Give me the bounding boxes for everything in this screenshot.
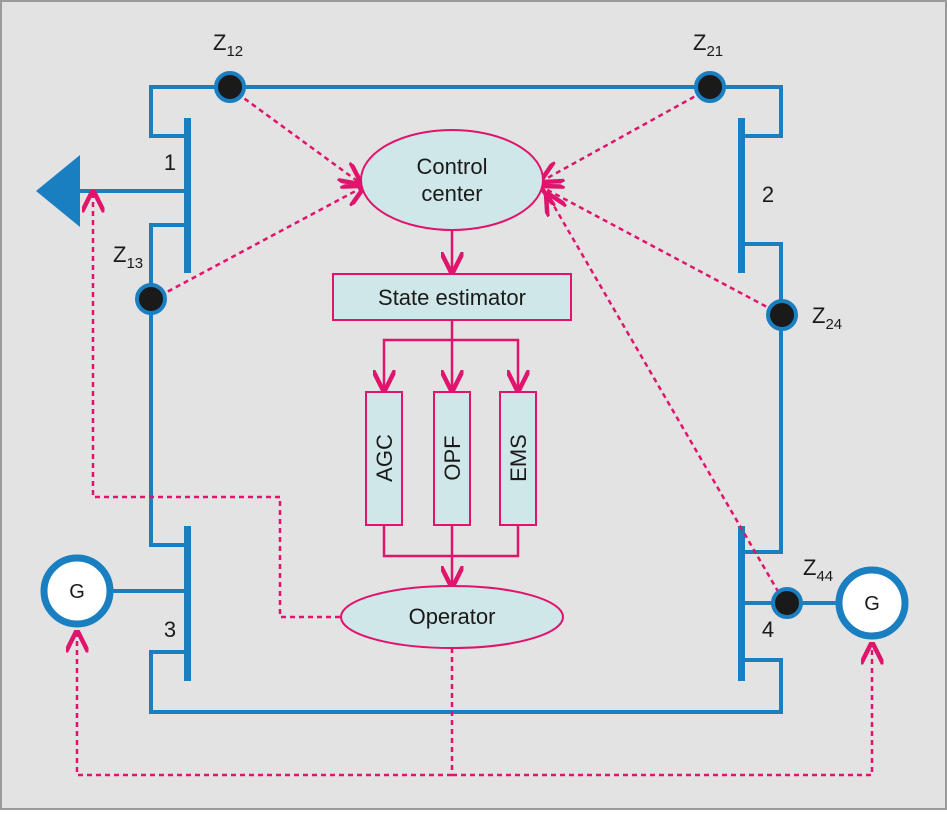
meter-z24: Z24	[766, 299, 842, 333]
bus-bar-1	[184, 118, 191, 273]
module-opf-label: OPF	[440, 435, 465, 480]
link-operator-gen3	[77, 632, 452, 777]
meter-label: Z13	[113, 242, 143, 272]
generator-3: G	[40, 554, 114, 628]
state-estimator-box	[332, 273, 572, 321]
meter-label: Z44	[803, 555, 833, 585]
module-agc-label: AGC	[372, 434, 397, 482]
meter-dot-icon	[135, 283, 167, 315]
line-3-4	[149, 650, 783, 714]
transmission-network	[80, 85, 840, 714]
link-z44-control	[547, 194, 785, 601]
control-center-label-1: Control	[417, 154, 488, 179]
meter-z12: Z12	[213, 30, 246, 103]
bus-label-4: 4	[762, 617, 774, 642]
meter-z13: Z13	[113, 242, 167, 315]
module-ems-box	[499, 391, 537, 526]
link-operator-load	[93, 192, 340, 619]
bus-bar-4	[738, 526, 745, 681]
line-2-4	[742, 242, 783, 554]
line-1-2	[149, 85, 783, 138]
bus-bar-2	[738, 118, 745, 273]
meter-dot-icon	[214, 71, 246, 103]
line-1-3	[149, 223, 187, 547]
generator-label: G	[69, 581, 85, 603]
meter-z44: Z44	[771, 555, 833, 619]
meter-label: Z12	[213, 30, 243, 60]
module-ems-label: EMS	[506, 434, 531, 482]
link-z24-control	[542, 187, 783, 317]
generator-icon	[40, 554, 114, 628]
meter-label: Z21	[693, 30, 723, 60]
load-triangle-icon	[36, 155, 80, 227]
link-z13-control	[151, 187, 363, 302]
meter-dot-icon	[694, 71, 726, 103]
meter-label: Z24	[812, 303, 842, 333]
arrow-se-agc	[384, 338, 452, 390]
state-estimator-label: State estimator	[378, 285, 526, 310]
control-center-node	[360, 129, 544, 231]
bus-label-2: 2	[762, 182, 774, 207]
measurement-links	[77, 86, 872, 777]
flow-arrows	[384, 230, 518, 586]
meter-dot-icon	[771, 587, 803, 619]
module-opf-box	[433, 391, 471, 526]
bus-label-3: 3	[164, 617, 176, 642]
bus-label-1: 1	[164, 150, 176, 175]
generator-label: G	[864, 593, 880, 615]
operator-label: Operator	[409, 604, 496, 629]
meter-dot-icon	[766, 299, 798, 331]
generator-icon	[835, 566, 909, 640]
module-agc-box	[365, 391, 403, 526]
operator-node	[340, 585, 564, 649]
link-operator-gen4	[452, 644, 872, 777]
arrow-se-ems	[452, 338, 518, 390]
control-center-label-2: center	[421, 181, 482, 206]
bus-bar-3	[184, 526, 191, 681]
meter-z21: Z21	[693, 30, 726, 103]
generator-4: G	[835, 566, 909, 640]
